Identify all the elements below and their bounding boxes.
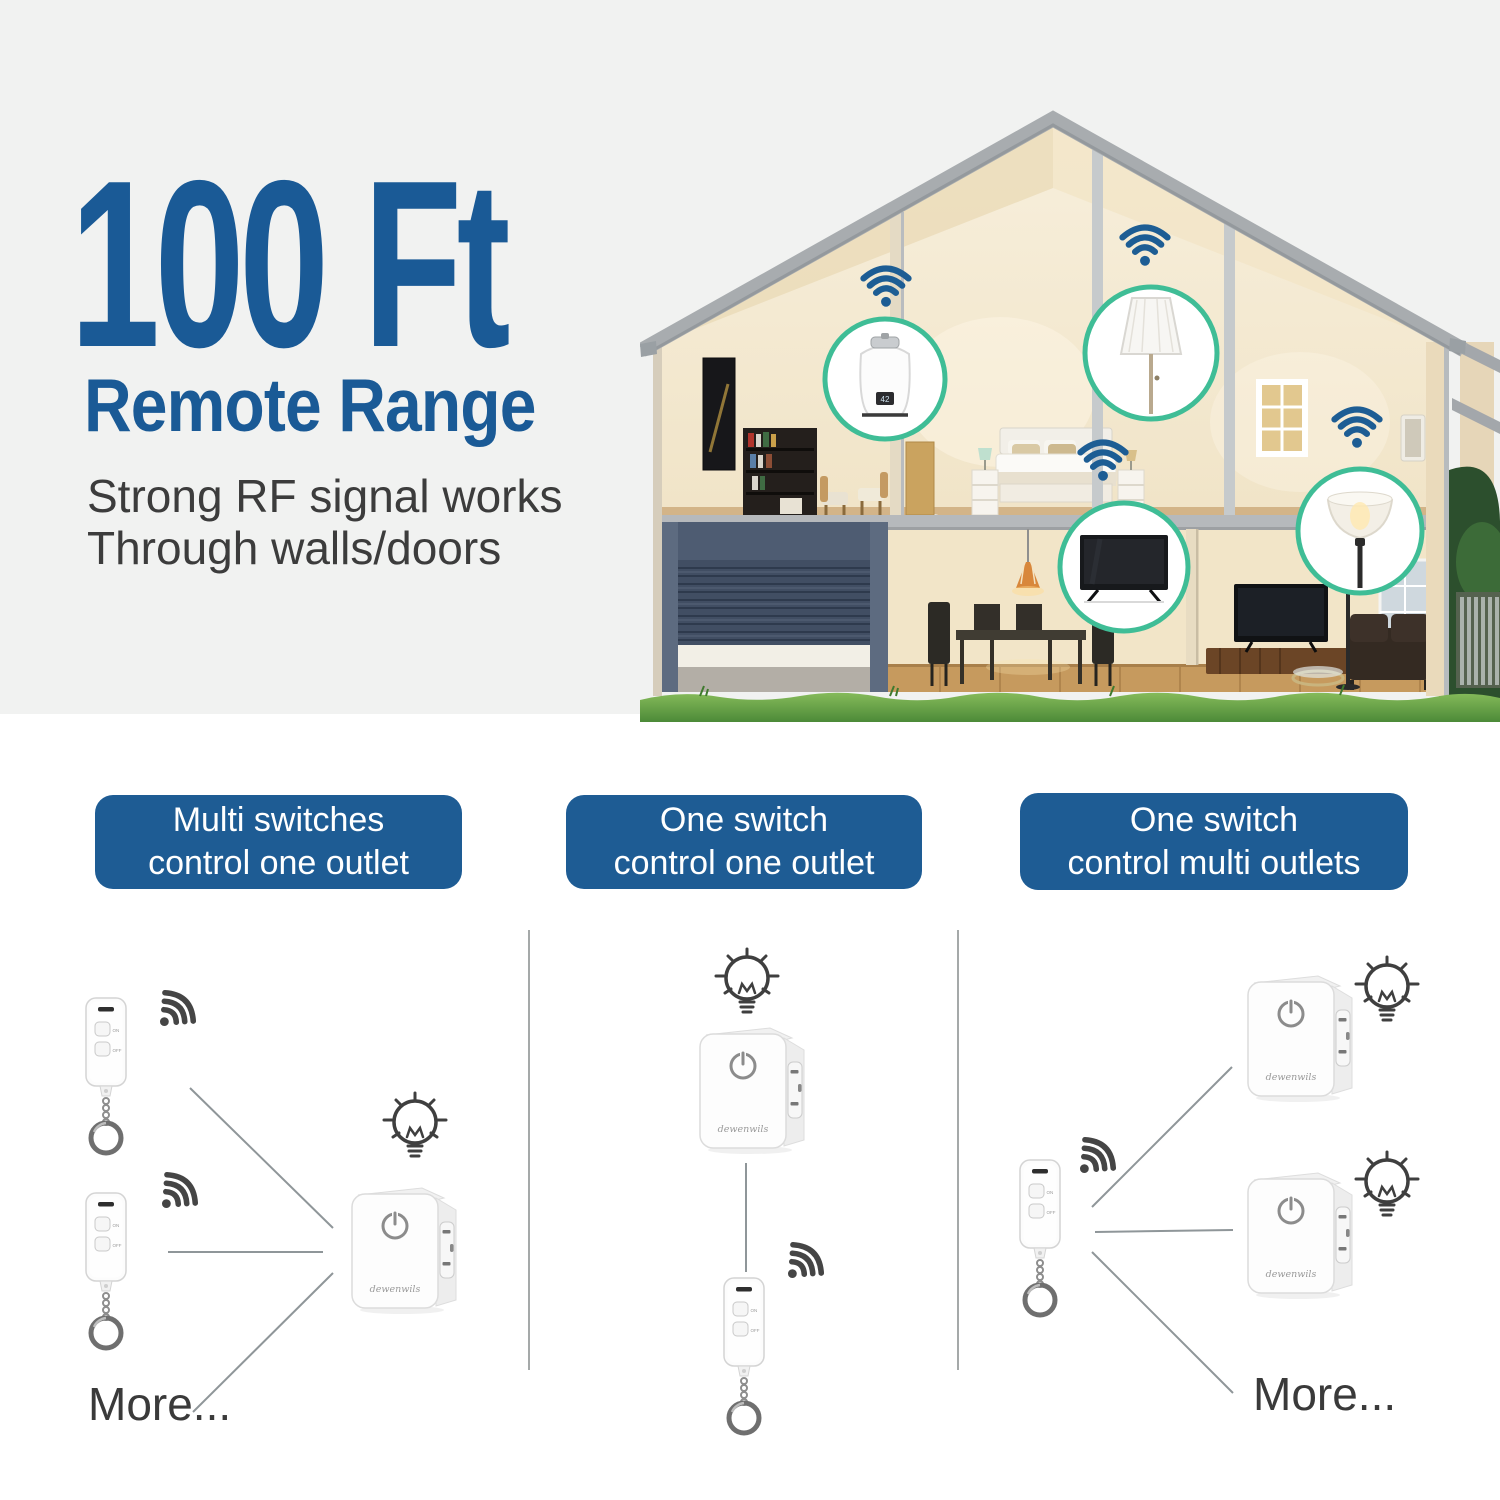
column-multi-switches: More...	[86, 987, 456, 1430]
hero-description: Strong RF signal works Through walls/doo…	[87, 470, 563, 574]
remote-control	[1020, 1160, 1060, 1315]
column-one-switch-one-outlet	[700, 947, 827, 1433]
badge-line1: Multi switches	[172, 801, 385, 839]
house-interior	[657, 126, 1448, 692]
more-label: More...	[88, 1378, 231, 1430]
books	[748, 432, 802, 514]
roof	[640, 110, 1468, 357]
house-right-exterior	[1437, 332, 1500, 712]
house-illustration: 42	[640, 110, 1500, 722]
garage-roller-door	[678, 560, 870, 645]
remote-control	[724, 1278, 764, 1433]
tv-circle	[1057, 500, 1191, 634]
right-wall	[1426, 342, 1448, 696]
outlet-switch	[1248, 1173, 1352, 1299]
column-one-switch-multi-outlets: More...	[1020, 955, 1420, 1420]
more-label: More...	[1253, 1368, 1396, 1420]
remote-control	[86, 998, 126, 1153]
bedroom	[905, 427, 1145, 516]
upper-right-room	[1256, 379, 1426, 462]
badge-line2: control multi outlets	[1067, 843, 1361, 882]
page-title: 100 Ft	[70, 132, 511, 397]
left-wall	[653, 340, 662, 696]
badge-line2: control one outlet	[148, 844, 409, 882]
grass	[640, 692, 1500, 722]
pairing-diagram: ON OFF	[0, 930, 1420, 1500]
badge-line1: One switch	[1129, 800, 1299, 839]
wifi-signal-icon	[1067, 1134, 1119, 1186]
humidifier-display: 42	[881, 395, 890, 404]
hero-description-line2: Through walls/doors	[87, 522, 502, 574]
outlet-switch	[700, 1028, 804, 1154]
lightbulb-icon	[1354, 1150, 1420, 1217]
lightbulb-icon	[382, 1091, 448, 1158]
badge-line2: control one outlet	[613, 844, 875, 882]
hero-description-line1: Strong RF signal works	[87, 470, 563, 522]
garage	[660, 522, 888, 692]
outlet-switch	[1248, 976, 1352, 1102]
roof-beam	[1224, 223, 1235, 517]
outlet-switch	[352, 1188, 456, 1314]
badge-multi-switches-one-outlet: Multi switches control one outlet	[95, 795, 462, 889]
chairs	[820, 472, 888, 516]
humidifier-circle: 42	[822, 316, 948, 442]
lightbulb-icon	[1354, 955, 1420, 1022]
wifi-signal-icon	[149, 1169, 201, 1221]
torchiere-circle	[1295, 466, 1425, 596]
badge-line1: One switch	[659, 801, 829, 839]
badge-one-switch-one-outlet: One switch control one outlet	[566, 795, 922, 889]
wifi-signal-icon	[775, 1239, 827, 1291]
signal-lines	[1091, 1066, 1234, 1394]
signal-lines	[168, 1087, 334, 1413]
remote-control	[86, 1193, 126, 1348]
badge-one-switch-multi-outlets: One switch control multi outlets	[1020, 793, 1408, 890]
hero-section: 100 Ft Remote Range Strong RF signal wor…	[0, 0, 1500, 722]
wifi-signal-icon	[147, 987, 199, 1039]
lightbulb-icon	[714, 947, 780, 1014]
floor-lamp-circle	[1082, 284, 1220, 422]
page-subtitle: Remote Range	[84, 363, 536, 447]
